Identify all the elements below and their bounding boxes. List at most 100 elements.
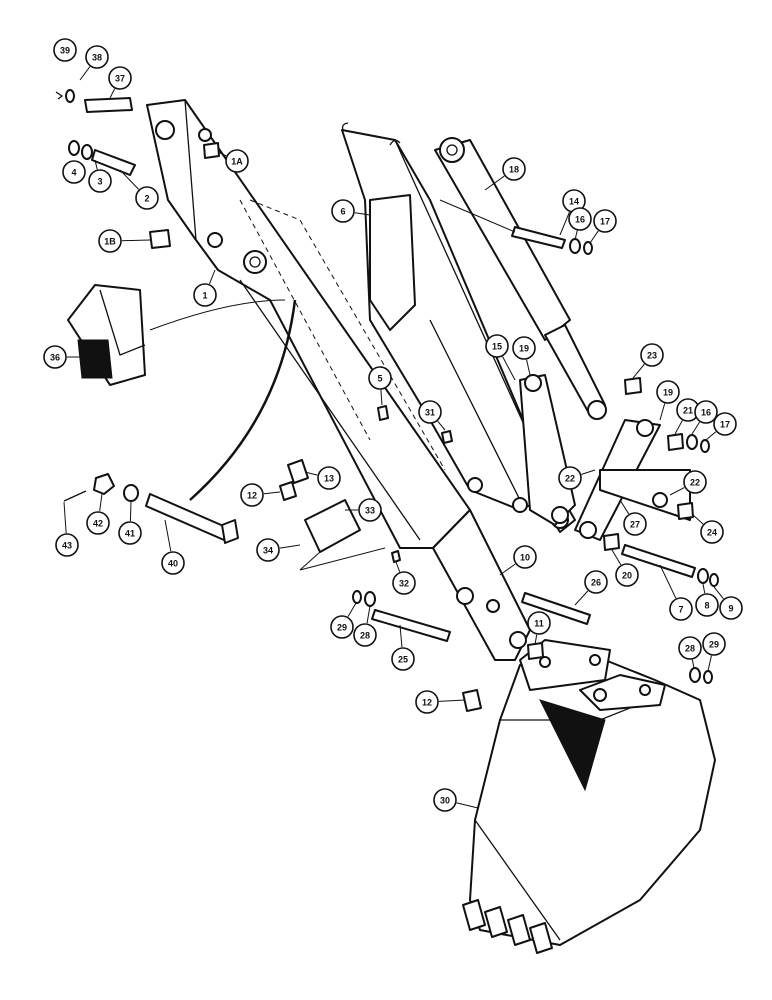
callout-circle <box>527 611 551 635</box>
callout-number: 17 <box>600 216 610 226</box>
callout-number: 28 <box>685 643 695 653</box>
callout-leader <box>438 699 466 702</box>
callout-circle <box>256 538 280 562</box>
callout-number: 28 <box>360 630 370 640</box>
callout-leader <box>692 514 704 525</box>
callout-leader <box>499 563 516 576</box>
callout-8: 8 <box>695 583 719 617</box>
callout-41: 41 <box>118 501 142 545</box>
callout-12: 12 <box>240 483 281 507</box>
callout-leader <box>674 420 683 435</box>
callout-number: 32 <box>399 578 409 588</box>
callout-number: 22 <box>565 473 575 483</box>
callout-circle <box>135 186 159 210</box>
callout-number: 12 <box>247 490 257 500</box>
callout-leader <box>94 159 98 170</box>
callout-leader <box>574 230 578 241</box>
callout-leader <box>589 230 599 244</box>
callout-number: 4 <box>71 167 76 177</box>
callout-29: 29 <box>702 632 726 672</box>
callout-31: 31 <box>418 400 446 431</box>
callout-25: 25 <box>391 624 415 671</box>
callout-20: 20 <box>611 549 639 587</box>
callout-17: 17 <box>589 209 617 244</box>
dipper-stick <box>146 99 471 549</box>
callout-circle <box>418 400 442 424</box>
callout-number: 24 <box>707 527 717 537</box>
callout-9: 9 <box>713 586 743 620</box>
callout-circle <box>88 169 112 193</box>
callout-number: 31 <box>425 407 435 417</box>
washer-8 <box>697 568 709 584</box>
callout-7: 7 <box>659 564 693 621</box>
callout-leader <box>581 469 596 475</box>
callout-circle <box>702 632 726 656</box>
callout-leader <box>705 431 717 441</box>
callout-6: 6 <box>331 199 371 223</box>
callout-leader <box>691 659 695 669</box>
callout-leader <box>129 501 132 522</box>
wear-plate <box>67 284 297 501</box>
grease-fitting-13 <box>287 459 309 484</box>
bolt-32 <box>391 550 401 563</box>
callout-leader <box>208 269 216 285</box>
callout-13: 13 <box>304 466 341 490</box>
callout-22: 22 <box>558 466 596 490</box>
callout-43: 43 <box>55 501 79 557</box>
callout-1a: 1A <box>217 149 249 173</box>
callout-leader <box>534 634 538 645</box>
callout-circle <box>695 593 719 617</box>
callout-number: 33 <box>365 505 375 515</box>
clip-39 <box>55 91 64 100</box>
callout-17: 17 <box>705 412 737 441</box>
callout-number: 3 <box>97 176 102 186</box>
callout-leader <box>484 175 505 191</box>
callout-leader <box>702 583 706 594</box>
callout-leader <box>456 802 479 809</box>
pin-14 <box>439 199 566 249</box>
washer-16b <box>686 434 698 450</box>
callout-leader <box>79 66 91 81</box>
callout-circle <box>669 597 693 621</box>
hydraulic-cylinder <box>434 137 607 420</box>
callout-number: 18 <box>509 164 519 174</box>
callout-leader <box>526 359 531 376</box>
callout-leader <box>399 624 403 648</box>
pin-25 <box>371 609 451 642</box>
callout-circle <box>330 615 354 639</box>
callout-circle <box>640 343 664 367</box>
callout-number: 11 <box>534 618 544 628</box>
callout-number: 8 <box>704 600 709 610</box>
clip-17b <box>700 439 710 453</box>
grease-fitting-12b <box>462 689 482 712</box>
callout-circle <box>331 199 355 223</box>
bushing-1b <box>149 229 171 249</box>
callout-number: 25 <box>398 654 408 664</box>
callout-1: 1 <box>193 269 217 307</box>
callout-circle <box>713 412 737 436</box>
callout-4: 4 <box>62 160 86 184</box>
callout-number: 19 <box>663 387 673 397</box>
bucket-links <box>519 374 691 541</box>
callout-23: 23 <box>632 343 664 379</box>
callout-number: 6 <box>340 206 345 216</box>
callout-circle <box>683 470 707 494</box>
callout-19: 19 <box>512 336 536 376</box>
callout-circle <box>98 229 122 253</box>
callout-2: 2 <box>119 169 159 210</box>
callout-circle <box>161 551 185 575</box>
callout-leader <box>559 211 570 236</box>
callout-number: 19 <box>519 343 529 353</box>
callout-number: 30 <box>440 795 450 805</box>
bushing-23 <box>624 377 642 395</box>
bushing-1a <box>203 142 220 159</box>
callout-circle <box>568 207 592 231</box>
callout-number: 29 <box>709 639 719 649</box>
pin-40 <box>145 493 239 544</box>
washer-16a <box>569 238 581 254</box>
callout-circle <box>225 149 249 173</box>
callout-circle <box>53 38 77 62</box>
boom-frame <box>341 122 576 533</box>
callout-number: 5 <box>377 373 382 383</box>
callout-leader <box>347 602 357 617</box>
